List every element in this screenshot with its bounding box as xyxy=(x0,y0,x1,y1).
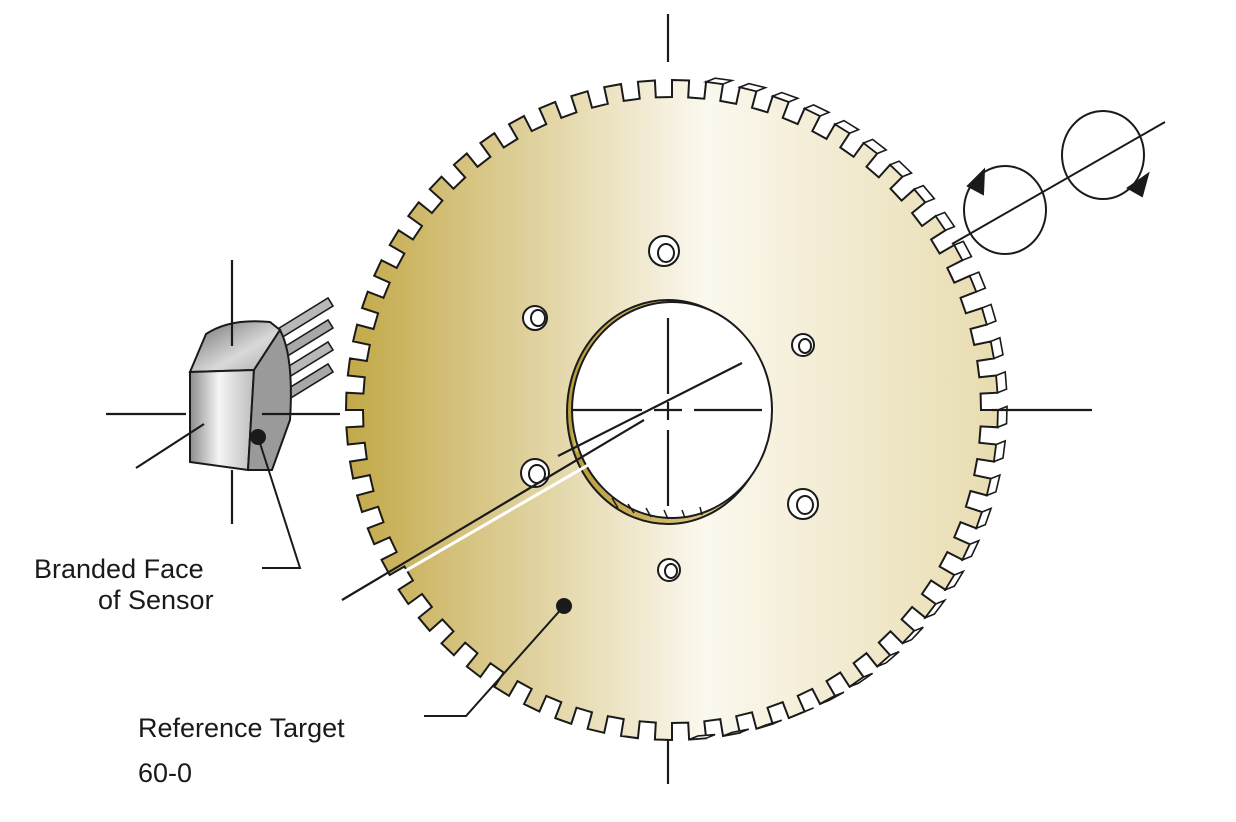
mounting-hole xyxy=(522,305,548,331)
mounting-hole xyxy=(520,458,550,488)
wheel-tooth-edge xyxy=(981,303,997,326)
wheel-tooth-edge xyxy=(993,439,1007,463)
wheel-teeth-edges xyxy=(688,77,1008,741)
leader-lines xyxy=(257,436,565,717)
wheel-tooth-edge xyxy=(788,707,814,719)
wheel-tooth-edge xyxy=(737,82,768,93)
sensor-top-face xyxy=(188,320,282,374)
wheel-tooth-edge xyxy=(688,733,716,741)
wheel-tooth-edge xyxy=(995,370,1008,394)
wheel-tooth-edge xyxy=(770,91,801,103)
centerlines xyxy=(341,14,1092,784)
wheel-tooth-edge xyxy=(912,184,936,204)
wheel-tooth-edge xyxy=(943,569,966,592)
mounting-hole xyxy=(791,333,815,357)
wheel-tooth-edge xyxy=(922,598,948,620)
wheel-tooth-edge xyxy=(819,691,845,705)
wheel-tooth-edge xyxy=(833,119,861,135)
target-reference-dot xyxy=(556,598,572,614)
target-leader xyxy=(424,605,565,717)
wheel-tooth-edge xyxy=(989,336,1004,360)
wheel-tooth-edge xyxy=(849,672,874,688)
wheel-tooth-edge xyxy=(953,240,973,262)
center-bore xyxy=(566,299,773,525)
wheel-tooth-edge xyxy=(888,160,913,178)
mounting-hole xyxy=(787,488,819,520)
target-label-line1: Reference Target xyxy=(138,713,345,743)
wheel-tooth-edge xyxy=(968,271,987,293)
wheel-tooth-edge xyxy=(975,506,993,530)
wheel-tooth-edge xyxy=(876,650,900,668)
wheel-tooth-edge xyxy=(901,626,924,645)
wheel-tooth-edge xyxy=(960,539,981,562)
wheel-tooth-edge xyxy=(722,728,750,737)
target-label-line2: 60-0 xyxy=(138,758,192,788)
wheel-tooth-edge xyxy=(802,104,831,117)
hall-sensor-icon xyxy=(106,260,340,524)
sensor-face-leader xyxy=(257,436,302,569)
sensor-face-label-line2: of Sensor xyxy=(98,585,214,615)
mounting-hole xyxy=(657,558,681,582)
wheel-tooth-edge xyxy=(756,719,783,730)
wheel-tooth-edge xyxy=(996,405,1008,429)
wheel-tooth-edge xyxy=(702,77,736,85)
wheel-tooth-edge xyxy=(985,473,1002,497)
wheel-tooth-edge xyxy=(862,138,888,155)
rotation-arrows-icon xyxy=(951,110,1166,255)
sensor-body xyxy=(189,368,256,472)
wheel-tooth-edge xyxy=(934,211,956,232)
mounting-hole xyxy=(648,235,680,267)
sensor-face-label-line1: Branded Face xyxy=(34,554,204,584)
